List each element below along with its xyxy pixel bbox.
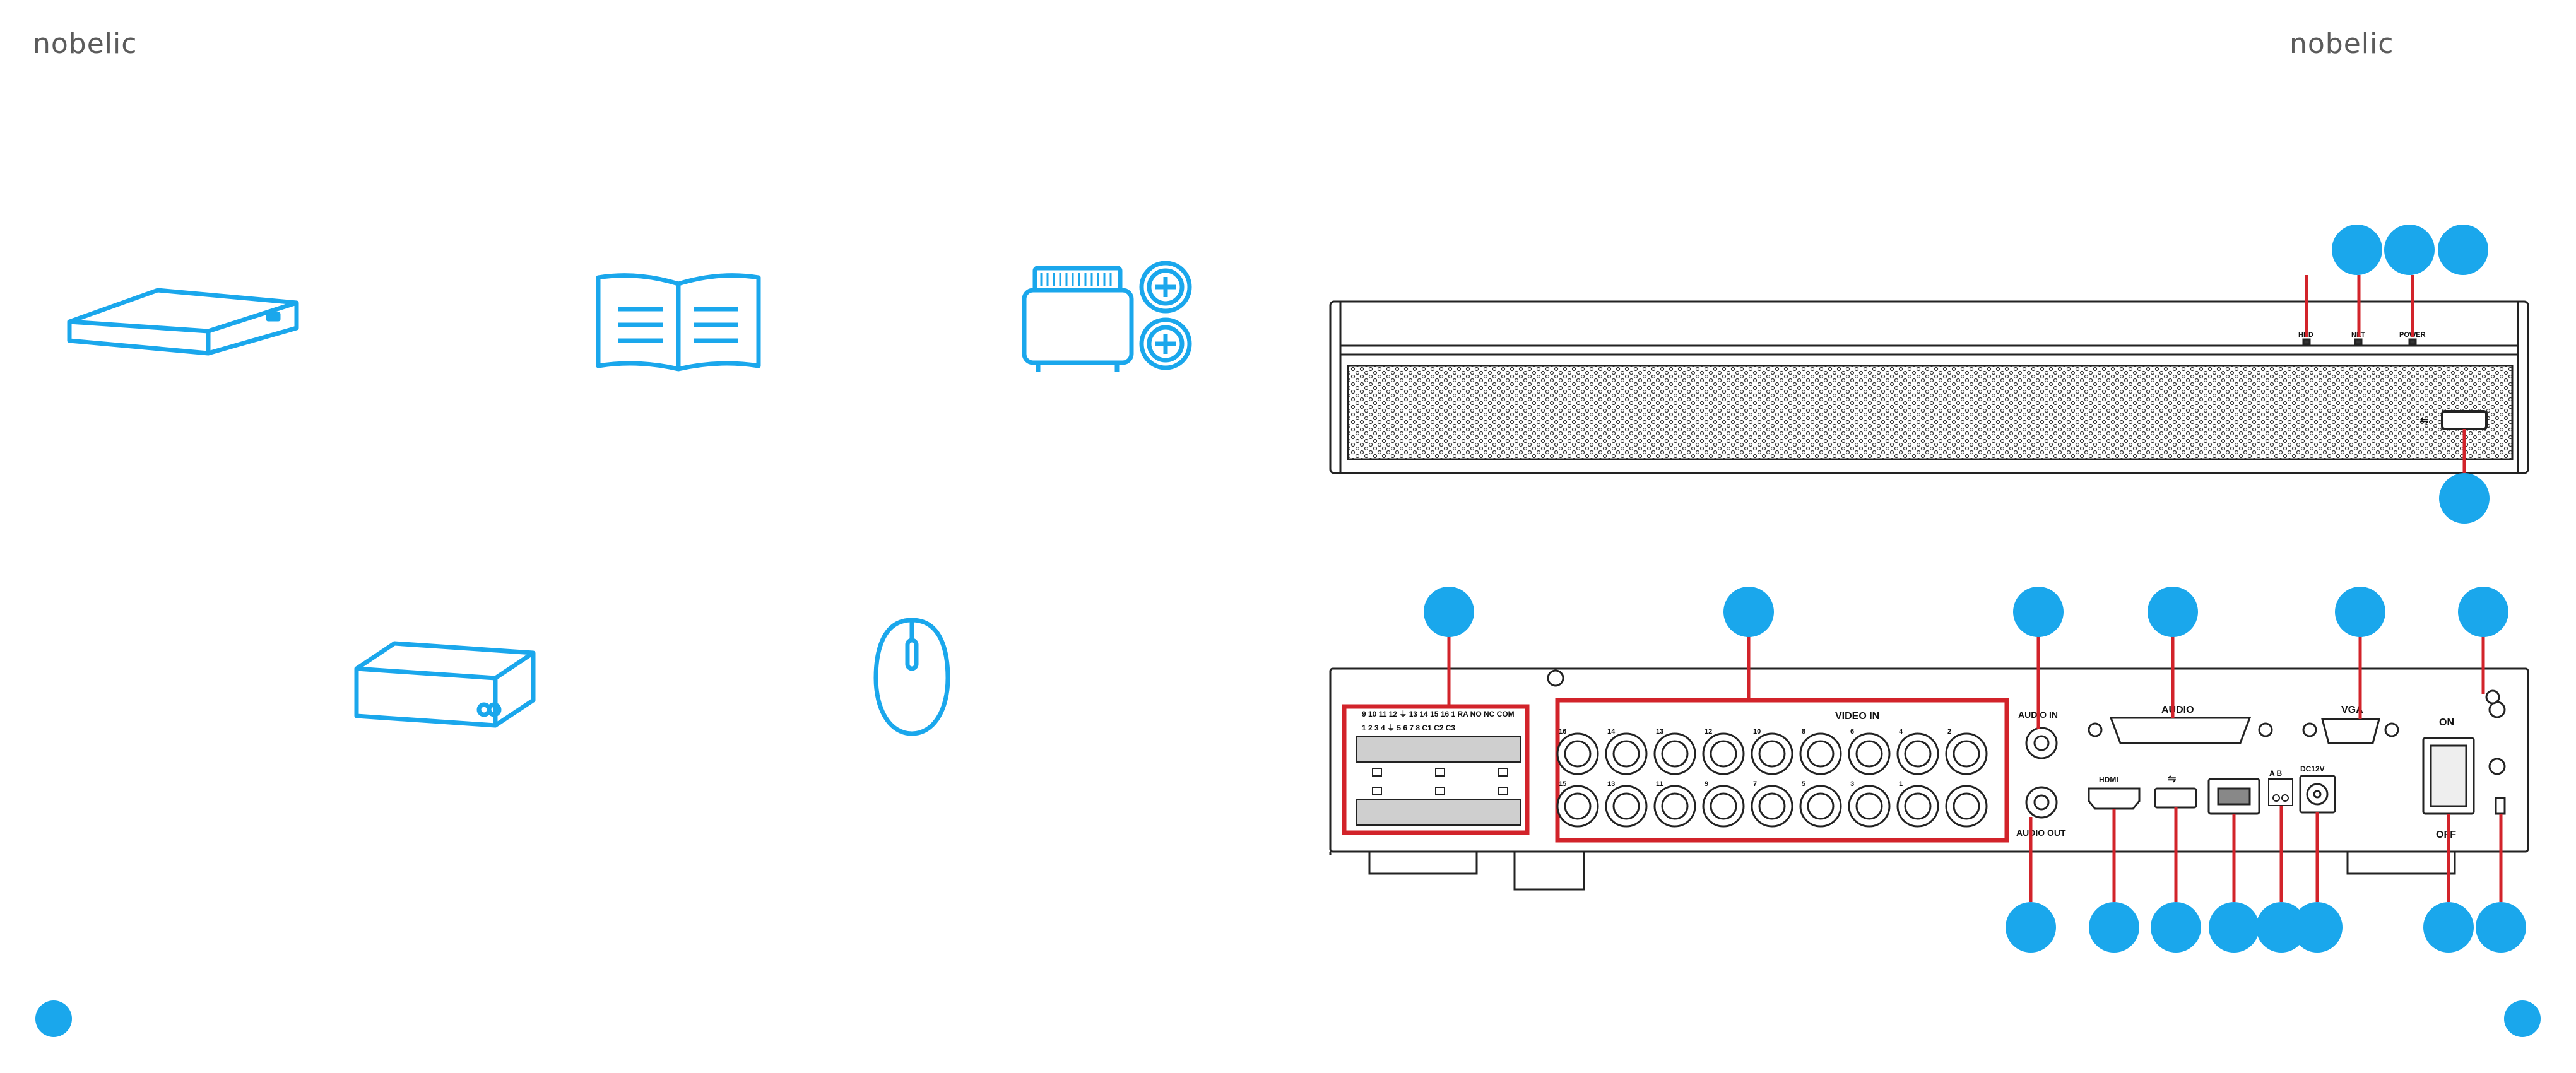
callout-screw	[2476, 902, 2526, 953]
power-adapter-icon	[350, 637, 540, 732]
bnc-top-2-core	[1661, 740, 1689, 768]
callout-front-usb	[2439, 473, 2490, 524]
brand-logo-right: nobelic	[2289, 28, 2394, 60]
callout-audio-in	[2013, 587, 2064, 637]
front-usb-symbol: ⇋	[2420, 416, 2428, 426]
bnc-top-1-number: 14	[1607, 728, 1616, 736]
callout-ground	[2458, 587, 2508, 637]
lan-port	[2207, 778, 2260, 815]
bnc-top-0-number: 16	[1559, 728, 1566, 736]
hdd-screws-icon	[1019, 261, 1196, 372]
callout-audio-out	[2006, 902, 2056, 953]
video-in-label: VIDEO IN	[1835, 711, 1879, 722]
bnc-bottom-4-number: 7	[1753, 780, 1757, 788]
callout-hdd-led	[2332, 225, 2382, 275]
bnc-top-3-number: 12	[1705, 728, 1712, 736]
bnc-connectors: 16 14 13 12 10 8 6 4 2 15 13 11 9 7 5 3 1	[1556, 728, 1988, 828]
vga-port	[2302, 718, 2399, 744]
alarm-bottom-numbers: 1 2 3 4 ⏚ 5 6 7 8 C1 C2 C3	[1362, 724, 1455, 732]
bnc-top-8-core	[1953, 740, 1980, 768]
vga-label: VGA	[2341, 705, 2363, 715]
dc-power-jack	[2299, 775, 2336, 814]
bnc-bottom-7-core	[1904, 792, 1932, 820]
bnc-top-0-core	[1564, 740, 1592, 768]
audio-label: AUDIO	[2161, 705, 2194, 715]
video-in-block	[1555, 698, 2009, 843]
power-switch	[2422, 737, 2475, 815]
bnc-top-5-core	[1807, 740, 1835, 768]
bnc-bottom-2-core	[1661, 792, 1689, 820]
bnc-bottom-1-number: 13	[1607, 780, 1615, 788]
callout-power-led	[2438, 225, 2488, 275]
bnc-bottom-5-core	[1807, 792, 1835, 820]
callout-dc-power	[2292, 902, 2343, 953]
bnc-top-4-core	[1758, 740, 1786, 768]
bnc-bottom-0-number: 15	[1559, 780, 1566, 788]
callout-video-in	[1723, 587, 1774, 637]
bnc-bottom-8-core	[1953, 792, 1980, 820]
bnc-bottom-6-core	[1855, 792, 1883, 820]
bnc-top-2-number: 13	[1656, 728, 1663, 736]
rear-usb-port	[2154, 787, 2197, 809]
callout-rear-usb	[2151, 902, 2201, 953]
audio-out-label: AUDIO OUT	[2016, 828, 2066, 838]
alarm-top-numbers: 9 10 11 12 ⏚ 13 14 15 16 1 RA NO NC COM	[1362, 710, 1515, 718]
bnc-bottom-0-core	[1564, 792, 1592, 820]
usb-label: ⇋	[2168, 774, 2176, 785]
audio-db25	[2088, 717, 2273, 744]
switch-off-label: OFF	[2436, 830, 2456, 840]
bnc-bottom-1-core	[1612, 792, 1640, 820]
bnc-top-6-core	[1855, 740, 1883, 768]
bnc-bottom-6-number: 3	[1850, 780, 1854, 788]
callout-audio-port	[2148, 587, 2198, 637]
audio-rca	[2025, 727, 2058, 819]
bnc-top-7-core	[1904, 740, 1932, 768]
bnc-top-3-core	[1710, 740, 1737, 768]
bnc-bottom-2-number: 11	[1656, 780, 1663, 788]
page-marker-left	[35, 1000, 72, 1037]
alarm-terminal-block	[1342, 704, 1530, 835]
hdmi-label: HDMI	[2099, 775, 2118, 784]
brand-logo-left: nobelic	[33, 28, 138, 60]
bnc-top-5-number: 8	[1802, 728, 1805, 736]
bnc-bottom-5-number: 5	[1802, 780, 1805, 788]
bnc-top-6-number: 6	[1850, 728, 1854, 736]
switch-on-label: ON	[2439, 717, 2454, 728]
mouse-icon	[871, 615, 953, 738]
bnc-bottom-3-number: 9	[1705, 780, 1708, 788]
power-label: DC12V	[2300, 765, 2325, 773]
manual-icon	[593, 271, 764, 372]
bnc-bottom-4-core	[1758, 792, 1786, 820]
callout-hdmi	[2089, 902, 2139, 953]
rs485-terminal	[2268, 778, 2293, 806]
bnc-top-1-core	[1612, 740, 1640, 768]
callout-alarm-terminals	[1424, 587, 1474, 637]
callout-power-switch	[2423, 902, 2474, 953]
bnc-top-8-number: 2	[1947, 728, 1951, 736]
callout-net-led	[2384, 225, 2435, 275]
ground-screw	[2485, 689, 2506, 815]
bnc-bottom-3-core	[1710, 792, 1737, 820]
recorder-icon	[63, 284, 303, 360]
callout-vga	[2335, 587, 2385, 637]
bnc-top-7-number: 4	[1899, 728, 1903, 736]
bnc-bottom-7-number: 1	[1899, 780, 1903, 788]
rs485-label: A B	[2269, 769, 2283, 778]
hdmi-port	[2088, 787, 2141, 810]
dvr-panel-diagram: HDD NET POWER ⇋	[1306, 208, 2543, 968]
page-marker-right	[2504, 1000, 2541, 1037]
callout-lan	[2209, 902, 2259, 953]
bnc-top-4-number: 10	[1753, 728, 1761, 736]
front-panel	[1329, 300, 2529, 474]
